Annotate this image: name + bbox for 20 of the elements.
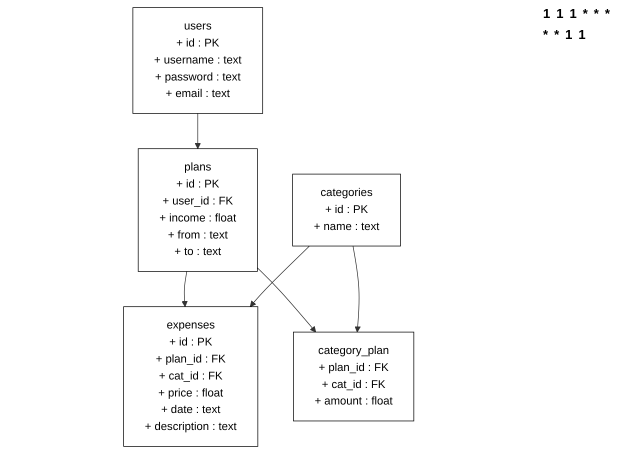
multiplicity-label: 1 <box>543 6 550 21</box>
node-box: categories + id : PK + name : text <box>292 174 401 246</box>
multiplicity-label: 1 <box>556 6 564 21</box>
arrow <box>256 268 316 332</box>
multiplicity-label: * <box>554 27 560 42</box>
multiplicity-label: * <box>594 6 599 21</box>
arrow <box>250 246 310 307</box>
node-box: expenses + id : PK + plan_id : FK + cat_id : FK + price : float + date : text + description : text <box>123 306 258 447</box>
multiplicity-label: * <box>543 27 548 42</box>
arrow <box>181 271 188 307</box>
multiplicity-label: 1 <box>578 27 586 42</box>
node-box: plans + id : PK + user_id : FK + income : float + from : text + to : text <box>138 148 258 272</box>
arrow <box>194 113 201 149</box>
multiplicity-label: 1 <box>569 6 577 21</box>
multiplicity-label: * <box>604 6 610 21</box>
multiplicity-label: 1 <box>565 27 572 42</box>
node-box: category_plan + plan_id : FK + cat_id : FK + amount : float <box>292 332 414 422</box>
node-box: users + id : PK + username : text + password : text + email : text <box>132 7 263 114</box>
multiplicity-label: * <box>582 6 588 21</box>
arrow <box>352 246 361 332</box>
